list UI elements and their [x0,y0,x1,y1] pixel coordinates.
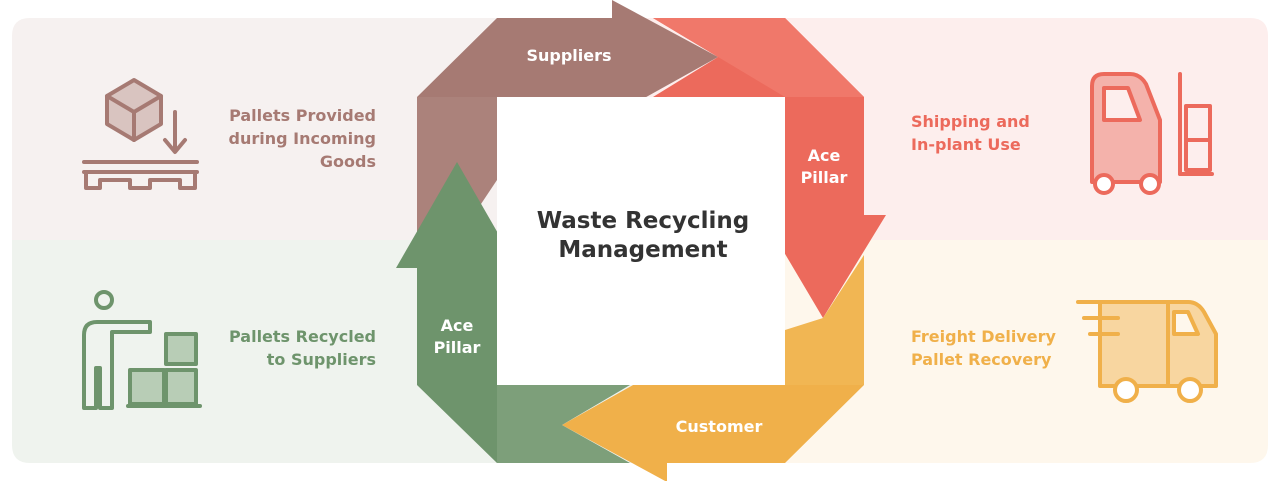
bottom-arrow-band [562,366,864,481]
top-arrow-band [417,0,718,116]
pallet-box-icon [82,78,199,190]
cycle-label-right-line2: Pillar [801,168,848,187]
bottom-left-caption-line1: Pallets Recycled [229,327,376,346]
cycle-label-suppliers: Suppliers [526,46,611,65]
cycle-label-right-line1: Ace [808,146,841,165]
center-title-line1: Waste Recycling [537,208,750,234]
top-right-caption-line2: In-plant Use [911,135,1021,154]
cycle-ring [396,0,886,481]
center-box [497,97,785,385]
delivery-truck-icon [1076,300,1218,403]
top-left-caption-line2: during Incoming [229,129,376,148]
bottom-green-band [497,385,630,463]
left-arrow-band [396,162,518,463]
forklift-icon [1090,72,1214,195]
bottom-right-caption-line2: Pallet Recovery [911,350,1052,369]
cycle-label-left-line2: Pillar [434,338,481,357]
bottom-left-caption-line2: to Suppliers [267,350,376,369]
top-left-caption-line1: Pallets Provided [229,106,376,125]
right-gold-band [785,255,864,385]
cycle-label-customer: Customer [676,417,763,436]
bottom-right-caption-line1: Freight Delivery [911,327,1056,346]
right-red-band-upper [653,18,864,97]
cycle-label-left-line1: Ace [441,316,474,335]
top-right-caption-line1: Shipping and [911,112,1030,131]
top-left-caption-line3: Goods [320,152,376,171]
center-title-line2: Management [558,237,727,263]
worker-stacking-boxes-icon [82,290,202,410]
